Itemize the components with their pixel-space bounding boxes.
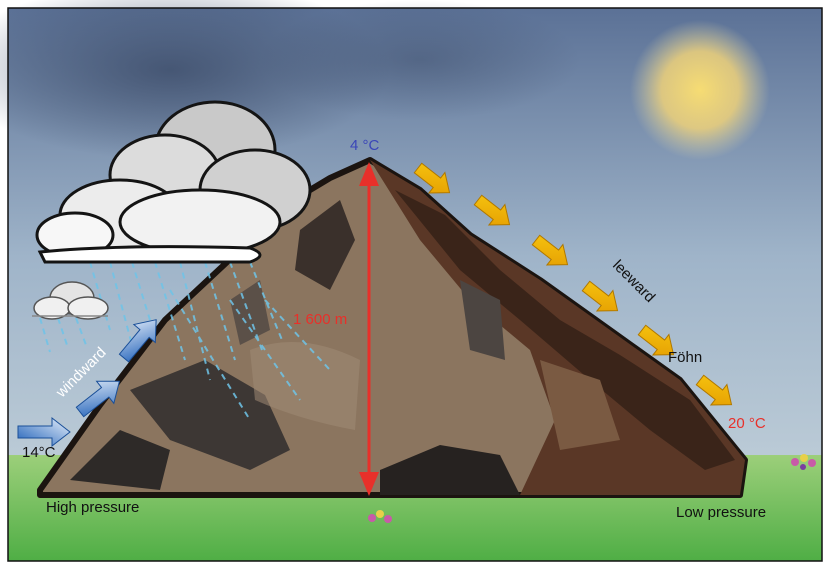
wind-arrow-1 <box>17 416 71 448</box>
height-label: 1 600 m <box>293 311 347 328</box>
fohn-arrow-3 <box>531 234 569 266</box>
summit-temperature: 4 °C <box>350 137 380 154</box>
high-pressure-label: High pressure <box>46 499 139 516</box>
height-arrow <box>359 162 379 496</box>
storm-cloud-icon <box>35 100 312 264</box>
leeward-arrows <box>413 162 733 406</box>
fohn-arrow-2 <box>473 194 511 226</box>
low-pressure-label: Low pressure <box>676 504 766 521</box>
rain-streaks <box>39 261 331 421</box>
storm-haze-right <box>260 0 580 120</box>
diagram-frame <box>7 7 823 562</box>
fohn-arrow-6 <box>695 374 733 406</box>
mountain <box>37 157 748 498</box>
flower-icon-center <box>368 510 392 523</box>
wind-arrow-3 <box>118 319 157 363</box>
windward-arrows <box>17 319 157 448</box>
sun-icon <box>630 20 770 160</box>
small-cloud-icon <box>32 281 109 320</box>
end-temperature: 20 °C <box>728 415 766 432</box>
fohn-arrow-1 <box>413 162 451 194</box>
wind-arrow-2 <box>75 380 121 418</box>
fohn-label: Föhn <box>668 349 702 366</box>
start-temperature: 14°C <box>22 444 56 461</box>
flower-icon-right <box>791 454 816 470</box>
fohn-arrow-4 <box>581 280 619 312</box>
fohn-arrow-5 <box>637 324 675 356</box>
